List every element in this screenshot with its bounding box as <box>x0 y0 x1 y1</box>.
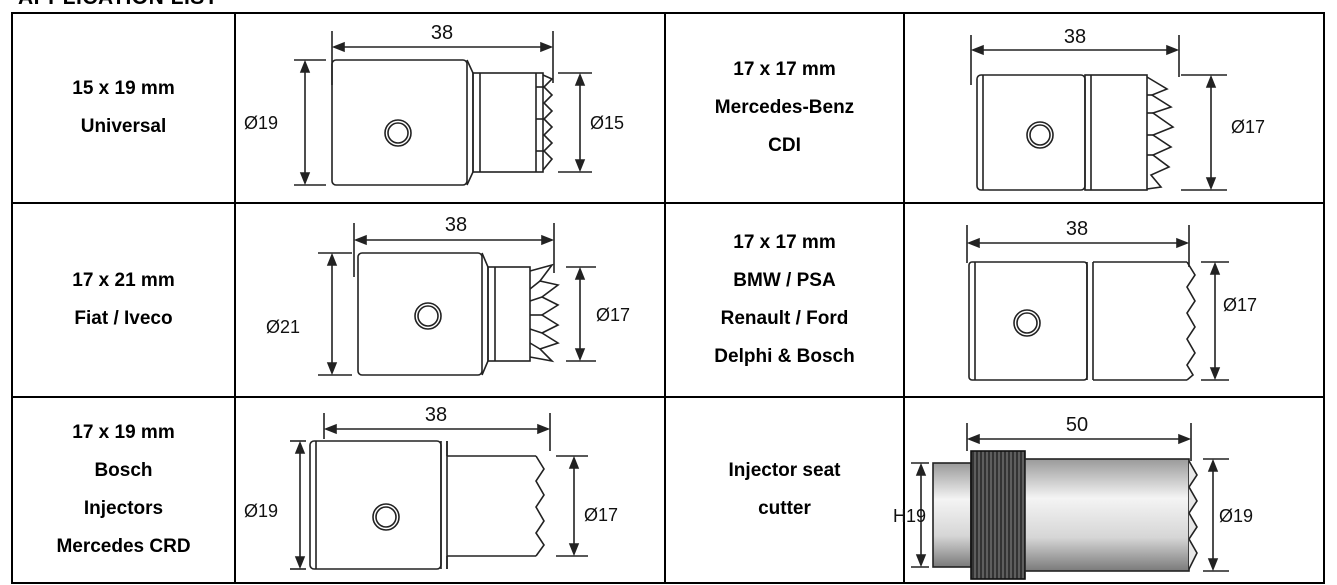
length-dimension: 50 <box>1066 414 1088 436</box>
application-label: Delphi & Bosch <box>714 346 855 367</box>
cutter-drawing: 50 H19 Ø19 <box>893 414 1253 580</box>
size-label: 17 x 17 mm <box>733 232 836 253</box>
length-dimension: 38 <box>1064 26 1086 48</box>
length-dimension: 38 <box>425 404 447 426</box>
cutter-drawing: 38 Ø17 <box>966 218 1257 381</box>
table-row: 17 x 19 mm Bosch Injectors Mercedes CRD <box>11 396 1325 584</box>
tip-diameter-dimension: Ø17 <box>584 505 618 525</box>
cutter-drawing: 38 Ø21 Ø17 <box>266 214 630 376</box>
tip-diameter-dimension: Ø15 <box>590 113 624 133</box>
body-diameter-dimension: Ø19 <box>244 501 278 521</box>
cutter-drawing-cell: 38 Ø17 <box>903 12 1325 204</box>
cutter-drawing: 38 Ø19 Ø15 <box>244 22 624 186</box>
cutter-drawing-cell: 38 Ø17 <box>903 202 1325 398</box>
application-label: Renault / Ford <box>720 308 849 329</box>
tip-diameter-dimension: Ø17 <box>1223 295 1257 315</box>
application-label: Mercedes CRD <box>56 536 191 557</box>
length-dimension: 38 <box>431 22 453 44</box>
application-label: CDI <box>768 135 801 156</box>
application-label: Injector seat <box>728 460 841 481</box>
size-label: 17 x 19 mm <box>72 422 175 443</box>
cutter-drawing: 38 Ø17 <box>970 26 1265 191</box>
tip-diameter-dimension: Ø17 <box>596 305 630 325</box>
size-label: 17 x 21 mm <box>72 270 175 291</box>
hex-size-dimension: H19 <box>893 506 926 526</box>
application-label: Bosch <box>94 460 153 481</box>
page-heading: APPLICATION LIST <box>18 0 218 10</box>
application-label: Mercedes-Benz <box>714 97 855 118</box>
body-diameter-dimension: Ø21 <box>266 317 300 337</box>
application-label-cell: 17 x 17 mm Mercedes-Benz CDI <box>664 12 905 204</box>
application-label-cell: Injector seat cutter <box>664 396 905 584</box>
application-label: Fiat / Iveco <box>74 308 173 329</box>
tip-diameter-dimension: Ø19 <box>1219 506 1253 526</box>
cutter-drawing-cell: 38 Ø19 Ø17 <box>234 396 666 584</box>
application-label: cutter <box>758 498 811 519</box>
application-label-cell: 17 x 21 mm Fiat / Iveco <box>11 202 236 398</box>
application-label-cell: 15 x 19 mm Universal <box>11 12 236 204</box>
cutter-drawing-cell: 38 Ø19 Ø15 <box>234 12 666 204</box>
cutter-drawing: 38 Ø19 Ø17 <box>244 404 618 570</box>
application-label: Injectors <box>83 498 164 519</box>
size-label: 15 x 19 mm <box>72 78 175 99</box>
table-row: 15 x 19 mm Universal <box>11 12 1325 204</box>
application-label: Universal <box>80 116 167 137</box>
body-diameter-dimension: Ø19 <box>244 113 278 133</box>
application-table: 15 x 19 mm Universal <box>11 12 1325 584</box>
size-label: 17 x 17 mm <box>733 59 836 80</box>
application-label: BMW / PSA <box>733 270 836 291</box>
cutter-drawing-cell: 38 Ø21 Ø17 <box>234 202 666 398</box>
cutter-drawing-cell: 50 H19 Ø19 <box>893 396 1325 584</box>
table-row: 17 x 21 mm Fiat / Iveco <box>11 202 1325 398</box>
length-dimension: 38 <box>445 214 467 236</box>
length-dimension: 38 <box>1066 218 1088 240</box>
application-label-cell: 17 x 19 mm Bosch Injectors Mercedes CRD <box>11 396 236 584</box>
tip-diameter-dimension: Ø17 <box>1231 117 1265 137</box>
application-label-cell: 17 x 17 mm BMW / PSA Renault / Ford Delp… <box>664 202 905 398</box>
